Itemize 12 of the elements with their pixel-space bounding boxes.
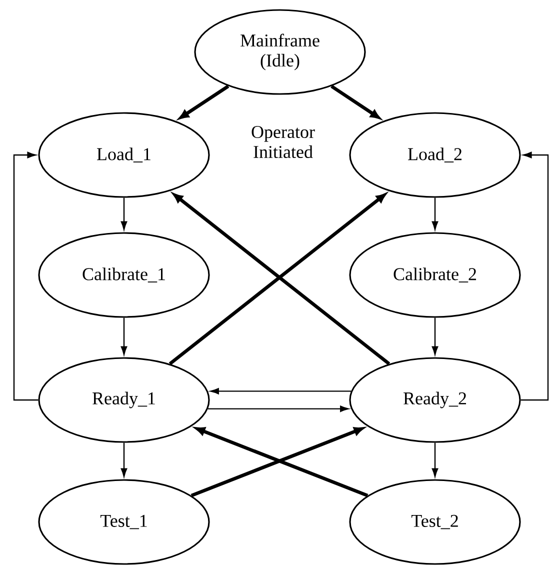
- arrow: [432, 442, 438, 477]
- arrow: [13, 152, 38, 401]
- arrow: [179, 84, 230, 119]
- arrow: [120, 318, 128, 355]
- arrow: [432, 318, 438, 355]
- arrow: [208, 406, 349, 412]
- arrow: [120, 198, 128, 230]
- arrow: [520, 152, 549, 401]
- arrow: [120, 442, 128, 477]
- arrow: [432, 198, 438, 230]
- arrow: [210, 388, 352, 394]
- annotation-text: Operator Initiated: [252, 126, 315, 158]
